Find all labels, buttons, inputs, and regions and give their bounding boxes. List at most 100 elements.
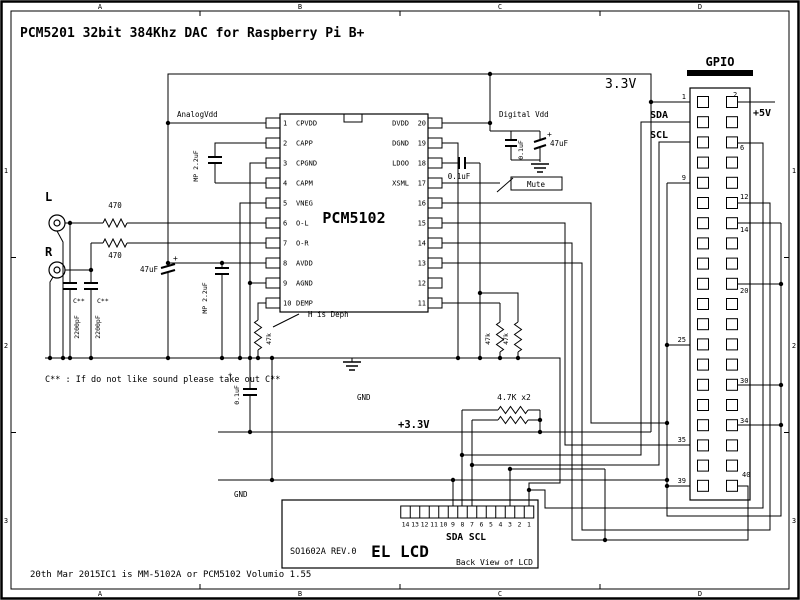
cap-label: C** (73, 297, 85, 305)
frame-tick-label: 1 (4, 167, 8, 175)
wire (214, 142, 266, 157)
junction-dot (537, 429, 543, 435)
junction-dot (477, 355, 483, 361)
gpio-pin-square (697, 156, 709, 169)
ic-pin-box (265, 257, 281, 269)
frame-tick-label: 1 (792, 167, 796, 175)
ic-pin-box (427, 157, 443, 169)
lcd-i2c-label: SDA SCL (446, 532, 486, 543)
junction-dot (237, 355, 243, 361)
gpio-pin-square (726, 176, 738, 189)
wire (239, 202, 266, 358)
mute-switch-lever (496, 177, 514, 193)
cap-value: 47uF (140, 265, 159, 274)
gpio-pin-square (726, 116, 738, 129)
gpio-pin-square (726, 399, 738, 411)
wire (167, 73, 690, 263)
gpio-underline (687, 70, 753, 76)
ic-pin-number: 19 (418, 140, 426, 148)
lcd-pin-number: 13 (411, 521, 419, 529)
gpio-pin-square (726, 136, 738, 149)
gpio-pin-square (697, 479, 709, 492)
gpio-pin-square (726, 217, 738, 230)
lcd-pin-number: 8 (461, 521, 465, 529)
ic-pin-box (265, 237, 281, 249)
junction-dot (67, 355, 73, 361)
ic-pin-number: 16 (418, 200, 426, 208)
ic-pin-label: DGND (392, 140, 409, 148)
gpio-pin-square (726, 479, 738, 492)
gpio-pin-square (697, 237, 709, 250)
frame-tick-label: 2 (792, 342, 796, 350)
gpio-pin-square (726, 318, 738, 331)
gpio-pin-square (697, 459, 709, 472)
resistor-value: 47k (265, 333, 273, 345)
resistor-value: 47k (502, 333, 510, 345)
cap-label: C** (97, 297, 109, 305)
ic-pin-number: 5 (283, 200, 287, 208)
rca-jack (48, 261, 66, 279)
ic-pin-label: O-R (296, 240, 309, 248)
wire (442, 142, 459, 358)
gpio-pin-square (697, 116, 709, 129)
ic-pin-label: AVDD (296, 260, 313, 268)
ic-pin-label: VNEG (296, 200, 313, 208)
wire (442, 202, 667, 424)
resistor-value: 470 (108, 201, 122, 210)
footer-note: IC1 is MM-5102A or PCM5102 Volumio 1.55 (100, 570, 311, 580)
v33-label: 3.3V (605, 77, 636, 92)
gpio-pin-number: 14 (740, 226, 748, 234)
junction-dot (47, 355, 53, 361)
gpio-pin-square (697, 217, 709, 230)
ic-pin-number: 10 (283, 300, 291, 308)
wire (666, 223, 782, 517)
gnd-label: GND (357, 393, 371, 402)
annotation: H is Deph (308, 310, 349, 319)
ic-pin-number: 7 (283, 240, 287, 248)
ic-name: PCM5102 (322, 209, 385, 227)
rca-jack-center (53, 219, 61, 227)
gpio-pin-square (697, 197, 709, 209)
gpio-pin-number: 12 (740, 193, 748, 201)
ic-pin-box (265, 117, 281, 129)
cap-value: MP 2.2uF (201, 282, 209, 313)
resistor-4k7 (497, 415, 529, 425)
ic-pin-box (265, 217, 281, 229)
wire (257, 302, 266, 320)
ic-pin-box (427, 297, 443, 309)
resistor-470 (102, 237, 128, 249)
junction-dot (497, 355, 503, 361)
junction-dot (648, 99, 654, 105)
frame-tick-label: D (698, 3, 702, 11)
junction-dot (664, 477, 670, 483)
gpio-pin-square (697, 399, 709, 411)
wire (442, 242, 749, 541)
frame-tick-label: A (98, 3, 103, 11)
mute-switch-box (510, 176, 563, 191)
ic-pin-number: 12 (418, 280, 426, 288)
gpio-header-outline (689, 87, 751, 501)
page-title: PCM5201 32bit 384Khz DAC for Raspberry P… (20, 26, 365, 41)
lcd-pin-number: 4 (499, 521, 503, 529)
junction-dot (67, 220, 73, 226)
gpio-title: GPIO (706, 55, 735, 69)
junction-dot (778, 382, 784, 388)
ic-pin-label: LDOO (392, 160, 409, 168)
resistor-470 (102, 217, 128, 229)
gpio-pin-number: 9 (682, 174, 686, 182)
capacitor-electrolytic (533, 144, 547, 150)
resistor-4k7 (497, 405, 529, 415)
gpio-pin-number: 1 (682, 93, 686, 101)
ic-pin-box (427, 217, 443, 229)
capacitor-electrolytic (533, 137, 547, 143)
lcd-module-outline (281, 499, 539, 569)
ic-pin-label: DEMP (296, 300, 313, 308)
junction-dot (537, 417, 543, 423)
gpio-pin-number: 30 (740, 377, 748, 385)
junction-dot (487, 71, 493, 77)
rca-jack-center (53, 266, 61, 274)
wire (56, 230, 64, 358)
frame-tick-label: D (698, 590, 702, 598)
